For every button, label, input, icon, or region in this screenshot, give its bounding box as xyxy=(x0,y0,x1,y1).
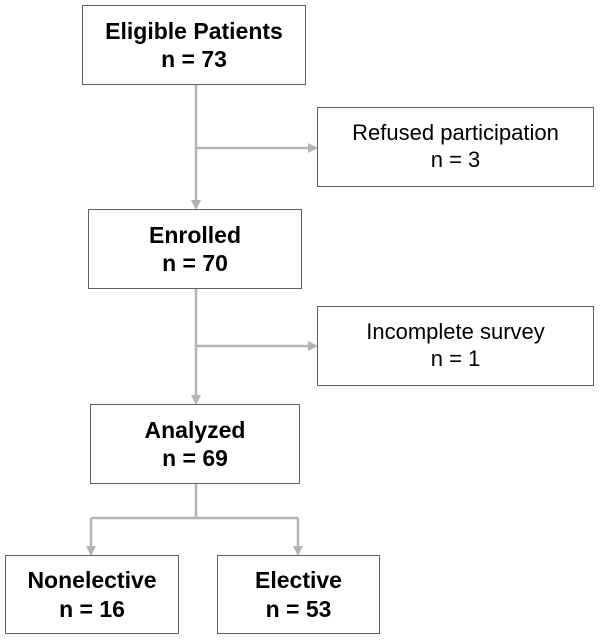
refused-participation-label: Refused participation xyxy=(352,120,559,146)
eligible-patients-label: Eligible Patients xyxy=(105,17,283,44)
analyzed-count: n = 69 xyxy=(162,445,228,471)
enrolled-label: Enrolled xyxy=(148,221,241,248)
analyzed-label: Analyzed xyxy=(144,416,246,443)
nonelective-count: n = 16 xyxy=(59,595,125,622)
enrolled-box: Enrolled n = 70 xyxy=(88,209,302,289)
incomplete-survey-label: Incomplete survey xyxy=(366,319,545,345)
enrolled-count: n = 70 xyxy=(162,250,228,276)
analyzed-box: Analyzed n = 69 xyxy=(90,404,300,484)
elective-count: n = 53 xyxy=(265,595,332,622)
nonelective-label: Nonelective xyxy=(27,567,157,594)
eligible-patients-count: n = 73 xyxy=(161,46,227,72)
refused-participation-count: n = 3 xyxy=(430,147,481,172)
elective-box: Elective n = 53 xyxy=(217,555,380,634)
incomplete-survey-box: Incomplete survey n = 1 xyxy=(317,306,594,386)
incomplete-survey-count: n = 1 xyxy=(430,346,481,371)
eligible-patients-box: Eligible Patients n = 73 xyxy=(82,5,306,85)
refused-participation-box: Refused participation n = 3 xyxy=(317,107,594,187)
nonelective-box: Nonelective n = 16 xyxy=(5,555,179,634)
elective-label: Elective xyxy=(255,567,342,594)
